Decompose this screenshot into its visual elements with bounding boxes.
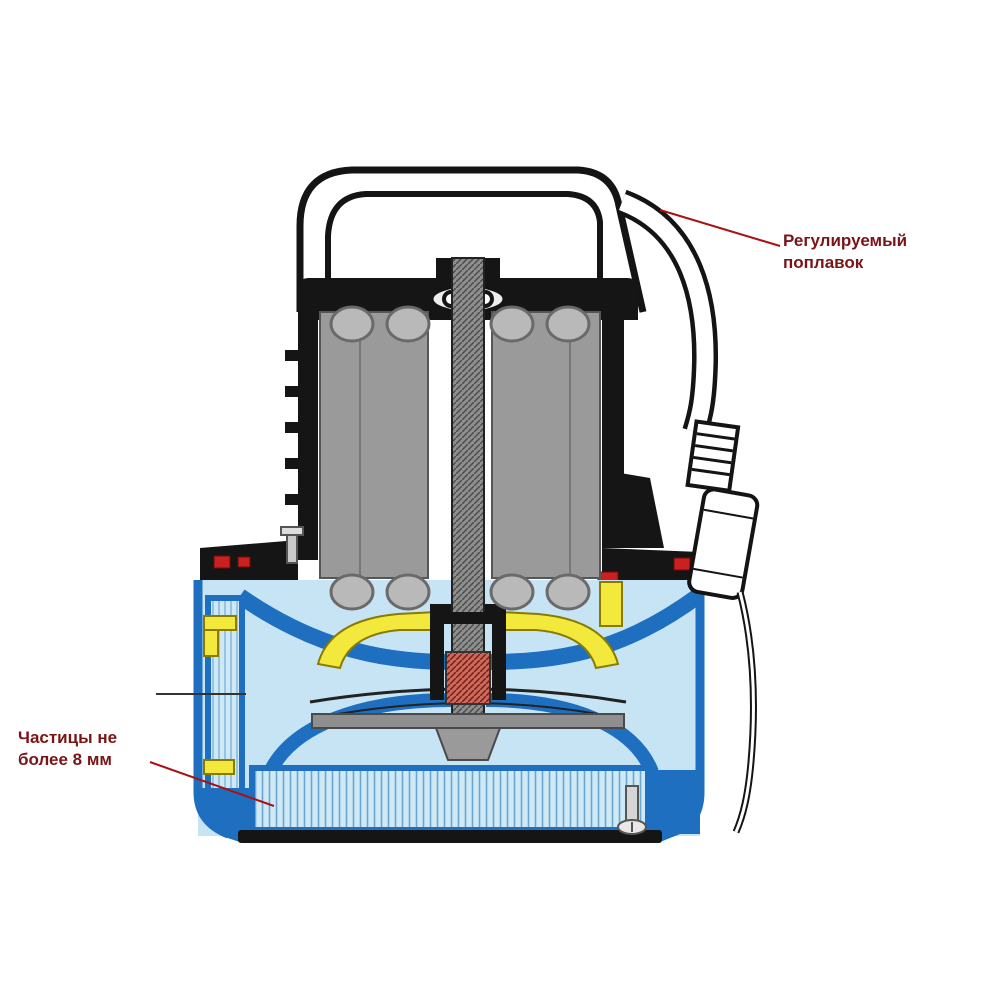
leader-line-float (659, 209, 781, 247)
impeller (311, 713, 625, 761)
bolt-upper-left (280, 526, 304, 564)
casing-shoulder-right (602, 548, 700, 584)
seal-spring (445, 651, 491, 705)
suction-strainer (249, 765, 651, 833)
annotation-adjustable-float-line1: Регулируемый (783, 231, 908, 250)
motor-shaft (444, 257, 492, 761)
float-cable (732, 591, 757, 834)
annotation-adjustable-float: Регулируемый поплавок (783, 230, 907, 274)
gasket-red-bits (213, 555, 691, 582)
annotation-particle-size-line1: Частицы не (18, 728, 118, 747)
float-switch-body (687, 487, 760, 600)
base-plate (238, 830, 662, 843)
motor-housing-left (285, 318, 318, 560)
stator-right (491, 311, 601, 579)
power-cable (616, 189, 719, 436)
leader-line-particles (149, 761, 275, 807)
cable-strain-relief (685, 419, 741, 493)
bolt-bottom-right (617, 785, 647, 835)
annotation-particle-size-line2: более 8 мм (18, 750, 112, 770)
winding-coils (329, 305, 591, 611)
mechanical-seal-yellow (203, 581, 623, 775)
annotation-adjustable-float-line2: поплавок (783, 253, 864, 273)
stator-left (319, 311, 429, 579)
annotation-particle-size: Частицы не более 8 мм (18, 727, 117, 771)
motor-housing-right (602, 318, 664, 548)
